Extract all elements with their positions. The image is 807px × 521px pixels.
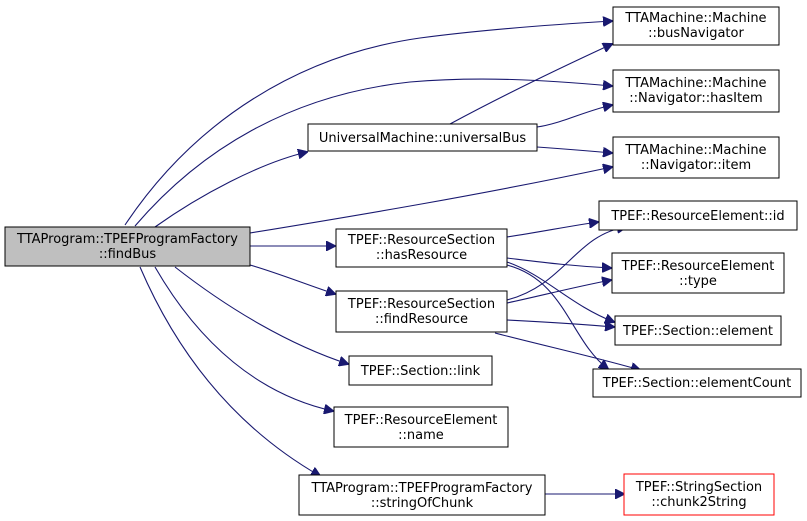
edge-hasresource-to-resourceelement-type bbox=[506, 257, 611, 268]
edge-findbus-to-section-link bbox=[174, 266, 348, 364]
node-section-elementcount[interactable]: TPEF::Section::elementCount bbox=[592, 368, 802, 398]
node-findresource-line-1: TPEF::ResourceSection bbox=[347, 297, 495, 312]
node-hasresource[interactable]: TPEF::ResourceSection ::hasResource bbox=[335, 228, 508, 268]
node-chunk2string-line-1: TPEF::StringSection bbox=[635, 480, 762, 495]
edge-findbus-to-universalbus bbox=[154, 152, 307, 228]
node-hasresource-line-2: ::hasResource bbox=[376, 248, 467, 263]
node-section-elementcount-label: TPEF::Section::elementCount bbox=[602, 376, 792, 391]
node-stringofchunk-line-2: ::stringOfChunk bbox=[371, 496, 474, 511]
edge-hasresource-to-section-elementcount bbox=[506, 264, 608, 369]
edge-findbus-to-hasitem bbox=[134, 78, 612, 227]
node-section-element-label: TPEF::Section::element bbox=[622, 324, 773, 339]
node-universalbus-label: UniversalMachine::universalBus bbox=[319, 131, 527, 146]
edge-findresource-to-section-elementcount bbox=[494, 332, 640, 370]
node-resourceelement-name-line-2: ::name bbox=[398, 428, 444, 443]
node-hasresource-line-1: TPEF::ResourceSection bbox=[347, 233, 495, 248]
node-root-findbus: TTAProgram::TPEFProgramFactory ::findBus bbox=[4, 226, 251, 267]
node-resourceelement-id[interactable]: TPEF::ResourceElement::id bbox=[598, 200, 798, 231]
edge-findbus-to-busnavigator bbox=[124, 21, 612, 226]
edge-universalbus-to-busnavigator bbox=[449, 44, 612, 125]
node-navigator-hasitem[interactable]: TTAMachine::Machine ::Navigator::hasItem bbox=[612, 69, 780, 113]
node-stringofchunk-line-1: TTAProgram::TPEFProgramFactory bbox=[311, 481, 533, 496]
node-findresource-line-2: ::findResource bbox=[375, 312, 468, 327]
edge-findbus-to-findresource bbox=[249, 264, 335, 294]
edge-findbus-to-item bbox=[249, 167, 612, 234]
edge-findresource-to-resourceelement-type bbox=[506, 280, 611, 304]
node-root-line-2: ::findBus bbox=[99, 247, 157, 262]
node-chunk2string-line-2: ::chunk2String bbox=[651, 495, 746, 510]
call-edges bbox=[124, 21, 640, 494]
edge-findresource-to-resourceelement-id bbox=[506, 227, 626, 301]
node-resourceelement-type-line-1: TPEF::ResourceElement bbox=[621, 259, 775, 274]
node-resourceelement-id-label: TPEF::ResourceElement::id bbox=[610, 209, 784, 224]
node-hasitem-line-1: TTAMachine::Machine bbox=[624, 76, 766, 91]
node-resourceelement-type-line-2: ::type bbox=[679, 274, 717, 289]
node-section-link-label: TPEF::Section::link bbox=[360, 364, 481, 379]
node-resourceelement-name[interactable]: TPEF::ResourceElement ::name bbox=[333, 406, 509, 448]
node-findresource[interactable]: TPEF::ResourceSection ::findResource bbox=[335, 290, 508, 333]
node-section-link[interactable]: TPEF::Section::link bbox=[348, 355, 493, 386]
edge-findbus-to-stringofchunk bbox=[139, 266, 320, 476]
node-universalbus[interactable]: UniversalMachine::universalBus bbox=[307, 123, 538, 152]
edge-universalbus-to-hasitem bbox=[536, 105, 612, 128]
node-navigator-item[interactable]: TTAMachine::Machine ::Navigator::item bbox=[612, 136, 780, 179]
node-busnavigator[interactable]: TTAMachine::Machine ::busNavigator bbox=[612, 6, 780, 46]
node-item-line-1: TTAMachine::Machine bbox=[624, 143, 766, 158]
edge-universalbus-to-item bbox=[536, 146, 612, 153]
edge-hasresource-to-section-element bbox=[506, 261, 614, 322]
node-item-line-2: ::Navigator::item bbox=[641, 158, 751, 173]
node-root-line-1: TTAProgram::TPEFProgramFactory bbox=[16, 232, 238, 247]
node-hasitem-line-2: ::Navigator::hasItem bbox=[629, 91, 762, 106]
edge-findbus-to-resourceelement-name bbox=[154, 266, 333, 411]
node-resourceelement-name-line-1: TPEF::ResourceElement bbox=[344, 413, 498, 428]
edge-hasresource-to-resourceelement-id bbox=[506, 222, 598, 238]
node-section-element[interactable]: TPEF::Section::element bbox=[614, 315, 782, 346]
node-busnavigator-line-2: ::busNavigator bbox=[648, 26, 744, 41]
edge-findresource-to-section-element bbox=[506, 319, 614, 327]
node-resourceelement-type[interactable]: TPEF::ResourceElement ::type bbox=[611, 252, 785, 294]
node-busnavigator-line-1: TTAMachine::Machine bbox=[624, 11, 766, 26]
node-chunk2string[interactable]: TPEF::StringSection ::chunk2String bbox=[623, 473, 775, 516]
node-stringofchunk[interactable]: TTAProgram::TPEFProgramFactory ::stringO… bbox=[298, 474, 546, 516]
